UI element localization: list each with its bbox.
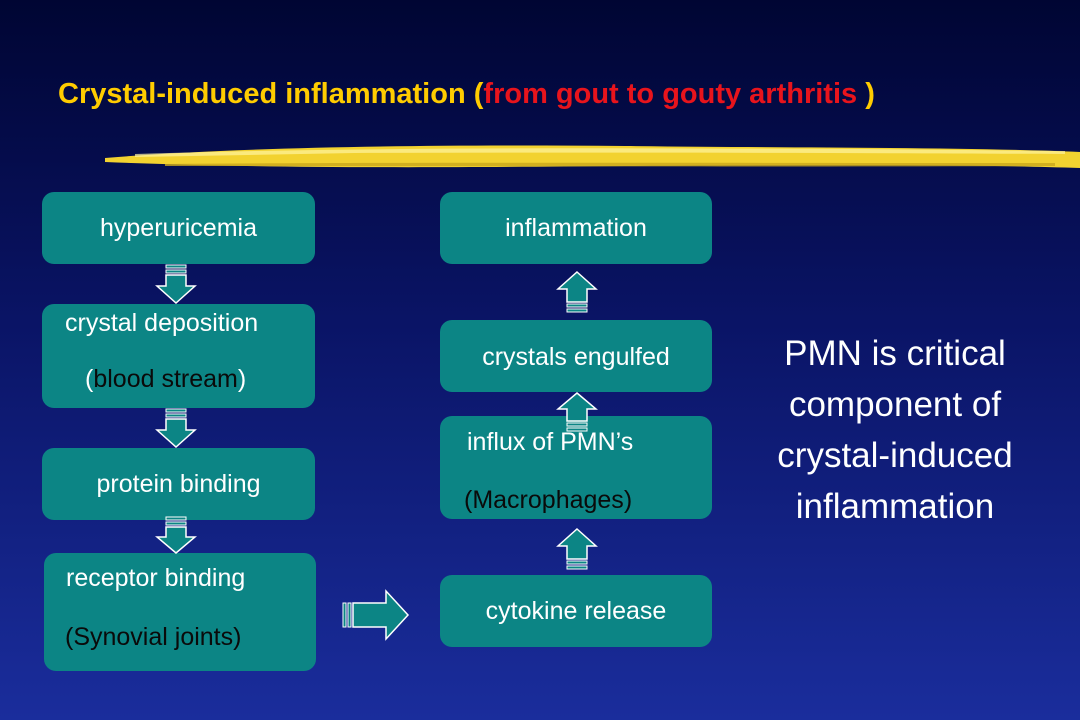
title-paren-close: ) (865, 78, 875, 110)
brush-stroke-divider (105, 145, 1080, 168)
box-inflammation: inflammation (440, 192, 712, 264)
down-arrow-icon (155, 408, 197, 448)
box-influx-pmn-label: influx of PMN’s (467, 428, 634, 456)
paren-open: ( (65, 623, 74, 651)
box-crystal-deposition-sub: (blood stream) (85, 365, 246, 394)
box-hyperuricemia-label: hyperuricemia (99, 214, 257, 242)
box-cytokine-release: cytokine release (440, 575, 712, 647)
box-influx-pmn-sub: (Macrophages) (464, 486, 632, 515)
title-subtitle: from gout to gouty arthritis (483, 78, 858, 110)
box-influx-pmn: influx of PMN’s (Macrophages) (440, 416, 712, 519)
side-note: PMN is critical component of crystal-ind… (745, 328, 1045, 532)
box-receptor-binding-label: receptor binding (66, 564, 246, 592)
box-crystal-deposition-label: crystal deposition (65, 309, 259, 337)
box-crystal-deposition: crystal deposition (blood stream) (42, 304, 315, 408)
right-arrow-icon (342, 589, 410, 641)
slide-title: Crystal-induced inflammation (from gout … (58, 78, 875, 111)
blood-stream-label: blood stream (93, 365, 238, 393)
side-note-line: PMN is critical (784, 334, 1006, 373)
box-protein-binding: protein binding (42, 448, 315, 520)
up-arrow-icon (556, 392, 598, 432)
box-protein-binding-label: protein binding (96, 470, 261, 498)
box-cytokine-release-label: cytokine release (485, 597, 667, 625)
up-arrow-icon (556, 528, 598, 570)
down-arrow-icon (155, 516, 197, 554)
paren-close: ) (233, 623, 242, 651)
paren-open: ( (464, 486, 473, 514)
side-note-line: inflammation (795, 487, 995, 526)
synovial-joints-label: Synovial joints (73, 623, 234, 651)
box-receptor-binding: receptor binding (Synovial joints) (44, 553, 316, 671)
title-paren-open: ( (473, 78, 484, 110)
side-note-line: component of (788, 385, 1002, 424)
box-receptor-binding-sub: (Synovial joints) (65, 623, 241, 652)
side-note-line: crystal-induced (777, 436, 1013, 475)
paren-close: ) (623, 486, 633, 514)
paren-open: ( (85, 365, 94, 393)
box-crystals-engulfed-label: crystals engulfed (482, 343, 670, 371)
macrophages-label: Macrophages (472, 486, 624, 514)
paren-close: ) (237, 365, 247, 393)
up-arrow-icon (556, 271, 598, 313)
box-inflammation-label: inflammation (505, 214, 647, 242)
down-arrow-icon (155, 264, 197, 304)
box-crystals-engulfed: crystals engulfed (440, 320, 712, 392)
title-main: Crystal-induced inflammation (58, 78, 466, 110)
box-hyperuricemia: hyperuricemia (42, 192, 315, 264)
